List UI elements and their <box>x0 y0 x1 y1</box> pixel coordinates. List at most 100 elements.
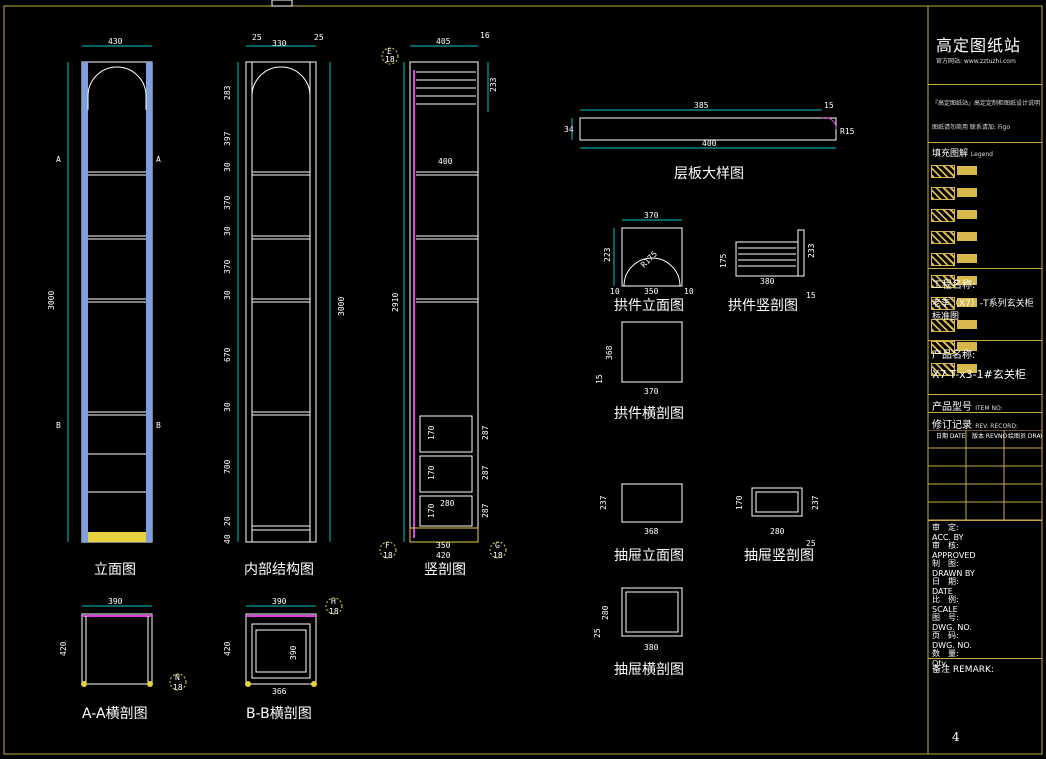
divider <box>928 340 1042 341</box>
dim-s12: 40 <box>223 534 232 544</box>
legend-item <box>931 207 983 223</box>
row-drawn-cn: 制 图: <box>932 559 959 568</box>
view-drawer-plan: 280 25 380 抽屉横剖图 <box>593 587 684 678</box>
hatch-label <box>957 298 977 307</box>
row-page-cn: 页 码: <box>932 631 959 640</box>
top-marker <box>271 0 293 7</box>
legend-item <box>931 361 983 377</box>
sec-dim-d3h: 287 <box>481 503 490 518</box>
dim-inner: 330 <box>272 39 287 48</box>
legend-grid <box>930 162 1040 382</box>
rev-col-date: 日期 DATE <box>936 432 966 440</box>
hatch-label <box>957 364 977 373</box>
shelf-dim-34: 34 <box>564 125 574 134</box>
arch-front-10b: 10 <box>684 287 694 296</box>
arch-plan-370: 370 <box>644 387 659 396</box>
row-scale-cn: 比 例: <box>932 595 959 604</box>
view-section-bb: 390 420 390 366 H 18 B-B横剖图 <box>223 597 343 722</box>
arch-plan-368: 368 <box>605 345 614 360</box>
arch-plan-15: 15 <box>595 374 604 384</box>
title-arch-front: 拱件立面图 <box>614 298 684 314</box>
row-date-cn: 日 期: <box>932 577 959 586</box>
rev-label-cn: 修订记录 <box>932 420 972 431</box>
marker-e: E <box>387 47 392 56</box>
arch-front-370: 370 <box>644 211 659 220</box>
drawer-side-280: 280 <box>770 527 785 536</box>
sec-dim-shelf: 400 <box>438 157 453 166</box>
hatch-swatch <box>931 275 955 288</box>
revision-table: 日期 DATE 版本 REVNO 绘图员 DRAWN <box>927 429 1046 521</box>
section-mark-b-left: B <box>56 421 61 430</box>
aa-dim-w: 390 <box>108 597 123 606</box>
dim-s5: 30 <box>223 226 232 236</box>
legend-title-en: Legend <box>970 151 993 158</box>
legend-item <box>931 229 983 245</box>
marker-n-num: 18 <box>173 683 183 692</box>
hatch-label <box>957 188 977 197</box>
sec-dim-top: 233 <box>489 77 498 92</box>
dim-total-h: 3000 <box>337 297 346 316</box>
hatch-swatch <box>931 319 955 332</box>
divider <box>928 520 1042 521</box>
title-elevation: 立面图 <box>94 562 136 578</box>
row-page: 页 码:DWG. NO. <box>932 630 972 650</box>
drawer-plan-280: 280 <box>601 605 610 620</box>
page-number: 4 <box>952 730 960 744</box>
sec-dim-base2: 420 <box>436 551 451 560</box>
legend-item <box>931 251 983 267</box>
view-section-aa: 390 420 N 18 A-A横剖图 <box>59 597 187 722</box>
title-block: 高定图纸站 官方网站: www.zztuzhi.com 『高定图纸站』高定定制柜… <box>927 6 1046 754</box>
sec-dim-dw: 280 <box>440 499 455 508</box>
dim-s1: 283 <box>223 85 232 100</box>
dim-side-r: 25 <box>314 33 324 42</box>
section-mark-a-left: A <box>56 155 61 164</box>
legend-title-cn: 填充图解 <box>932 149 969 159</box>
sec-dim-d2: 170 <box>427 465 436 480</box>
dim-s4: 370 <box>223 195 232 210</box>
dim-s3: 30 <box>223 162 232 172</box>
rev-col-drawn: 绘图员 DRAWN <box>1008 432 1042 440</box>
dim-s11: 20 <box>223 516 232 526</box>
hatch-swatch <box>931 231 955 244</box>
dim-s9: 30 <box>223 402 232 412</box>
aa-dim-d: 420 <box>59 641 68 656</box>
view-arch-plan: 368 15 370 拱件横剖图 <box>595 321 684 422</box>
hatch-label <box>957 254 977 263</box>
section-mark-b-right: B <box>156 421 161 430</box>
sec-dim-edge: 16 <box>480 31 490 40</box>
sec-dim-d1h: 287 <box>481 425 490 440</box>
title-internal: 内部结构图 <box>244 562 314 578</box>
dim-s6: 370 <box>223 259 232 274</box>
revision-grid-lines: 日期 DATE 版本 REVNO 绘图员 DRAWN <box>927 429 1046 521</box>
hatch-swatch <box>931 253 955 266</box>
row-approved: 审 核:APPROVED <box>932 540 976 560</box>
dim-side-l: 25 <box>252 33 262 42</box>
divider <box>928 142 1042 143</box>
legend-item <box>931 163 983 179</box>
arch-front-r: R175 <box>639 249 659 269</box>
model-label-cn: 产品型号 <box>932 402 972 413</box>
row-approved-en: APPROVED <box>932 551 976 560</box>
row-scale: 比 例:SCALE <box>932 594 959 614</box>
model-label: 产品型号 ITEM NO: <box>932 398 1003 413</box>
row-drawn-en: DRAWN BY <box>932 569 975 578</box>
shelf-dim-385: 385 <box>694 101 709 110</box>
marker-e-n: 18 <box>385 55 395 64</box>
sec-dim-base: 350 <box>436 541 451 550</box>
logo-text: 高定图纸站 <box>936 36 1022 55</box>
hatch-label <box>957 320 977 329</box>
drawer-plan-25: 25 <box>593 628 602 638</box>
hatch-swatch <box>931 297 955 310</box>
arch-side-175: 175 <box>719 253 728 268</box>
marker-g-n: 18 <box>493 551 503 560</box>
bb-dim-bottom: 366 <box>272 687 287 696</box>
rev-label-en: REV. RECORD: <box>975 423 1018 430</box>
bb-dim-w: 390 <box>272 597 287 606</box>
row-acc-cn: 审 定: <box>932 523 959 532</box>
marker-f-n: 18 <box>383 551 393 560</box>
view-elevation: 430 3000 A A B B 立面图 <box>47 37 161 578</box>
shelf-dim-15: 15 <box>824 101 834 110</box>
drawer-side-170: 170 <box>735 495 744 510</box>
hatch-swatch <box>931 165 955 178</box>
